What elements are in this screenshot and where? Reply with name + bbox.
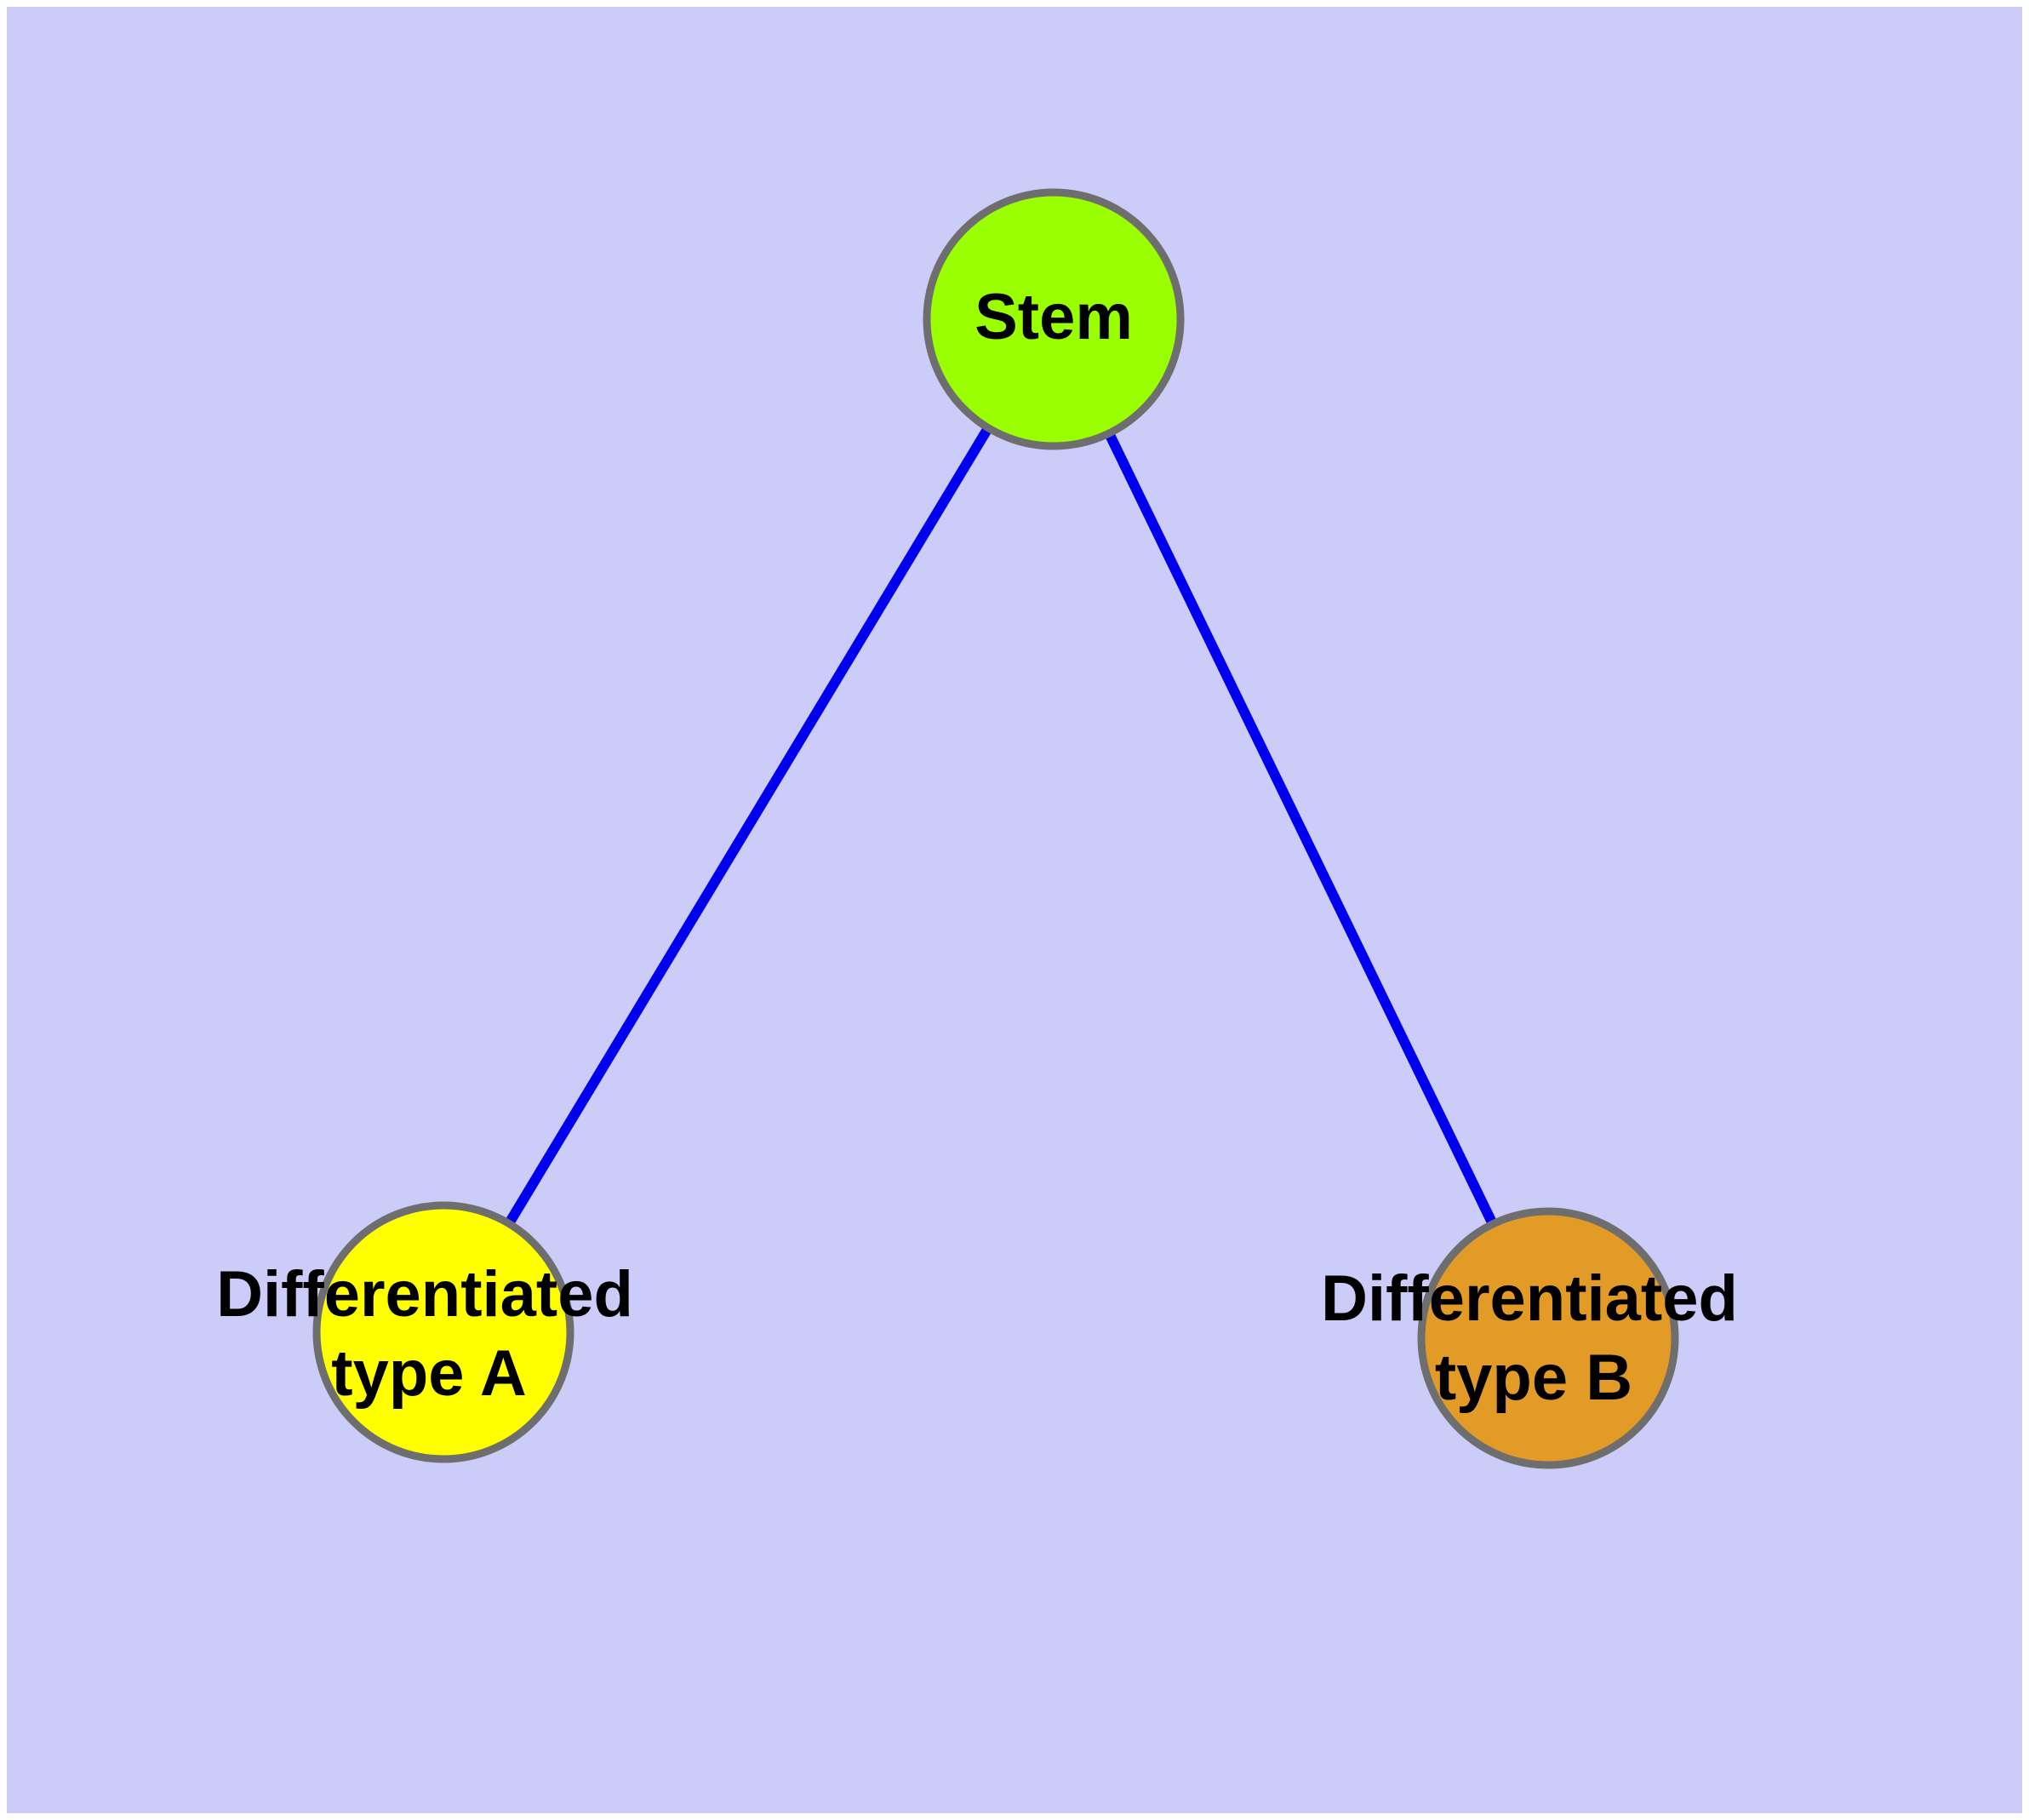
node-differentiated-type-a[interactable]: Differentiated type A xyxy=(216,1201,633,1463)
node-differentiated-type-a-label-line1: Differentiated xyxy=(216,1258,633,1331)
edge-layer xyxy=(504,424,1498,1228)
node-differentiated-type-a-label-line2: type A xyxy=(331,1337,526,1410)
node-differentiated-type-b[interactable]: Differentiated type B xyxy=(1321,1207,1738,1469)
node-stem-label-line1: Stem xyxy=(974,281,1133,353)
edge-stem-to-differentiated-type-a[interactable] xyxy=(504,424,993,1228)
node-differentiated-type-b-circle[interactable] xyxy=(1417,1207,1679,1469)
node-differentiated-type-a-circle[interactable] xyxy=(312,1201,574,1463)
node-differentiated-type-b-label-line1: Differentiated xyxy=(1321,1262,1738,1335)
node-differentiated-type-b-label-line2: type B xyxy=(1435,1342,1632,1414)
edge-stem-to-differentiated-type-b[interactable] xyxy=(1104,430,1498,1228)
node-stem-circle[interactable] xyxy=(923,188,1185,450)
node-stem[interactable]: Stem xyxy=(923,188,1185,450)
